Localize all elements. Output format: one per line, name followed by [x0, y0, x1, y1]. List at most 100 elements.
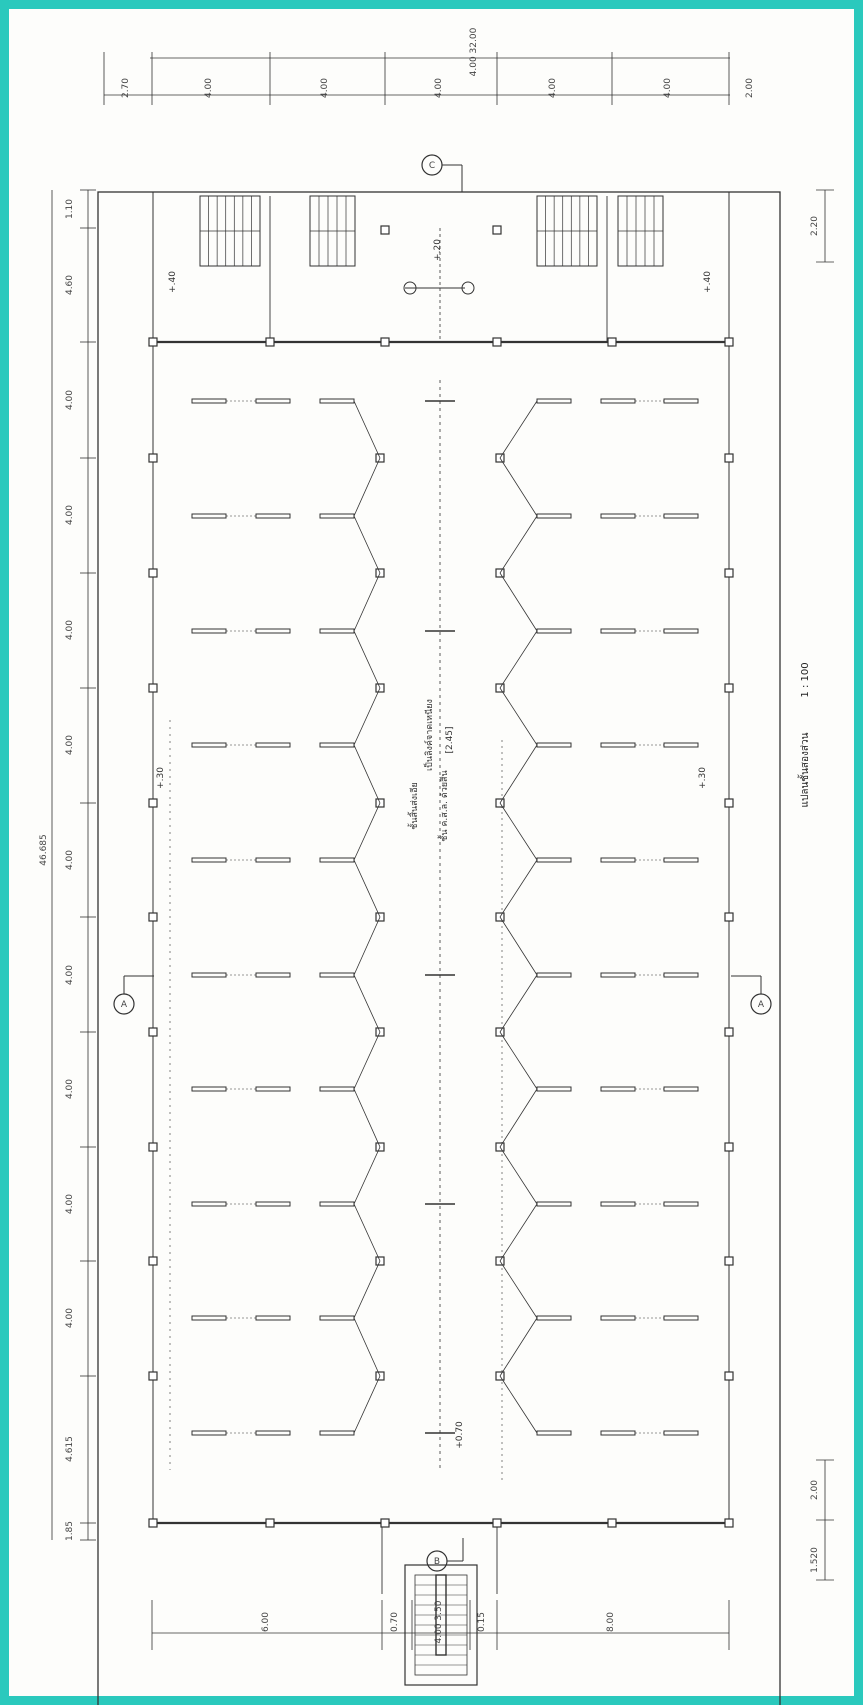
- bed: [663, 1315, 699, 1321]
- partition-diagonal: [353, 630, 381, 689]
- column: [724, 798, 734, 808]
- column: [724, 337, 734, 347]
- dim-text-left: 1.85: [65, 1521, 75, 1541]
- column: [607, 337, 617, 347]
- center-label-2: เป็นลิงค์จาดเหนียง: [422, 699, 435, 771]
- partition-diagonal: [353, 974, 381, 1033]
- dim-text-left: 4.00: [65, 1194, 75, 1214]
- dim-text-left: 4.00: [65, 735, 75, 755]
- bed: [255, 1086, 291, 1092]
- bed: [536, 972, 572, 978]
- partition-diagonal: [353, 1317, 381, 1377]
- grid-marker-c-label: C: [429, 161, 435, 171]
- bed: [319, 398, 355, 404]
- column: [492, 1518, 502, 1528]
- grid-marker-b-label: B: [434, 1557, 440, 1567]
- column: [148, 683, 158, 693]
- partition-diagonal: [499, 1146, 538, 1205]
- drawing-title: แปลนชั้นสองส่วน: [797, 732, 811, 807]
- bed: [536, 857, 572, 863]
- bed: [319, 1086, 355, 1092]
- dim-text-bottom: 6.00: [261, 1612, 271, 1632]
- dim-text-top: 4.00: [663, 78, 673, 98]
- bed: [536, 398, 572, 404]
- level-note-e: +.30: [698, 767, 708, 789]
- bed: [600, 742, 636, 748]
- bed: [600, 513, 636, 519]
- partition-diagonal: [353, 400, 381, 459]
- dim-text-bottom: 0.70: [390, 1612, 400, 1632]
- dim-text-top: 4.00: [548, 78, 558, 98]
- partition-diagonal: [499, 1375, 538, 1434]
- column: [148, 1518, 158, 1528]
- dim-text-left: 4.00: [65, 620, 75, 640]
- bed: [319, 1315, 355, 1321]
- bed: [191, 1201, 227, 1207]
- column: [148, 1256, 158, 1266]
- partition-diagonal: [353, 1146, 381, 1205]
- bed: [600, 1315, 636, 1321]
- staircases: [199, 195, 664, 1686]
- bed: [191, 857, 227, 863]
- dim-text-right: 2.20: [810, 216, 820, 236]
- partition-diagonal: [499, 859, 538, 918]
- bed: [255, 1430, 291, 1436]
- column: [724, 1256, 734, 1266]
- column: [380, 225, 390, 235]
- bed: [600, 972, 636, 978]
- dim-text-top-total: 4.00 32.00: [469, 27, 479, 76]
- partition-diagonal: [499, 916, 538, 976]
- bed: [255, 628, 291, 634]
- bed: [536, 628, 572, 634]
- bed: [319, 513, 355, 519]
- bed: [600, 857, 636, 863]
- bed: [600, 1201, 636, 1207]
- partition-diagonal: [499, 630, 538, 689]
- column: [148, 453, 158, 463]
- bed: [663, 1201, 699, 1207]
- partition-diagonal: [353, 802, 381, 861]
- partition-diagonal: [499, 400, 538, 459]
- partition-diagonal: [499, 1203, 538, 1262]
- bed: [319, 1430, 355, 1436]
- bed: [255, 857, 291, 863]
- partition-diagonal: [353, 1203, 381, 1262]
- column: [492, 225, 502, 235]
- column: [148, 912, 158, 922]
- partition-diagonal: [499, 1317, 538, 1377]
- bed: [191, 398, 227, 404]
- bed: [536, 1315, 572, 1321]
- partition-diagonal: [353, 515, 381, 574]
- dim-text-top: 4.00: [320, 78, 330, 98]
- bed: [191, 972, 227, 978]
- partition-diagonal: [353, 1031, 381, 1090]
- partition-diagonal: [353, 1088, 381, 1148]
- bed: [191, 1315, 227, 1321]
- column: [724, 568, 734, 578]
- column: [724, 683, 734, 693]
- partition-diagonal: [499, 515, 538, 574]
- bed: [319, 742, 355, 748]
- partition-diagonal: [353, 916, 381, 976]
- bed: [600, 398, 636, 404]
- grid-marker-c: C: [421, 154, 463, 192]
- partition-diagonal: [499, 974, 538, 1033]
- column: [148, 337, 158, 347]
- bed-rows: [191, 398, 699, 1436]
- partition-diagonal: [499, 744, 538, 804]
- bed: [663, 1086, 699, 1092]
- bed: [319, 1201, 355, 1207]
- bed: [536, 742, 572, 748]
- partition-diagonal: [499, 457, 538, 517]
- grid-marker-a-left-label: A: [121, 1000, 128, 1010]
- partition-diagonal: [499, 1260, 538, 1319]
- partition-diagonal: [499, 802, 538, 861]
- column: [148, 1027, 158, 1037]
- dim-text-right: 1.520: [810, 1547, 820, 1573]
- level-note-b: +.40: [703, 271, 713, 293]
- column: [380, 1518, 390, 1528]
- dim-text-top: 4.00: [204, 78, 214, 98]
- column: [724, 912, 734, 922]
